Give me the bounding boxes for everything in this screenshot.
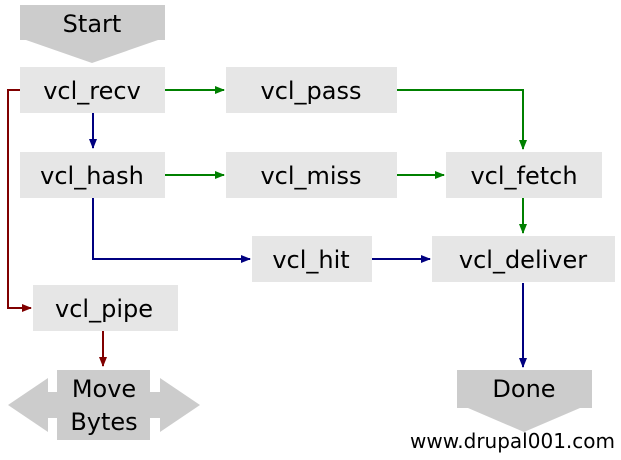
node-start-label: Start <box>63 10 122 38</box>
node-vcl-miss-label: vcl_miss <box>260 162 361 190</box>
edge-hash-hit <box>92 198 251 263</box>
node-done: Done <box>457 370 592 432</box>
node-vcl-deliver: vcl_deliver <box>432 236 615 282</box>
watermark-text: www.drupal001.com <box>410 429 615 453</box>
node-vcl-fetch: vcl_fetch <box>446 152 602 198</box>
edge-recv-pipe <box>7 89 32 312</box>
node-vcl-hash-label: vcl_hash <box>40 162 144 190</box>
node-move-bytes-label-line1: Move <box>72 375 136 403</box>
node-vcl-pipe-label: vcl_pipe <box>55 295 153 323</box>
node-vcl-deliver-label: vcl_deliver <box>459 246 587 274</box>
node-move-bytes-label-line2: Bytes <box>70 408 137 436</box>
node-start: Start <box>20 5 165 63</box>
node-vcl-fetch-label: vcl_fetch <box>470 162 577 190</box>
node-vcl-miss: vcl_miss <box>226 152 397 198</box>
node-move-bytes: Move Bytes <box>8 370 200 440</box>
edges <box>7 86 527 368</box>
node-vcl-hit: vcl_hit <box>252 236 372 282</box>
node-done-label: Done <box>492 375 555 403</box>
node-vcl-recv-label: vcl_recv <box>43 77 141 105</box>
node-vcl-hash: vcl_hash <box>20 152 165 198</box>
node-vcl-hit-label: vcl_hit <box>272 246 349 274</box>
node-vcl-pass-label: vcl_pass <box>260 77 361 105</box>
node-vcl-pipe: vcl_pipe <box>33 285 178 331</box>
node-vcl-pass: vcl_pass <box>226 67 397 113</box>
edge-pass-fetch <box>397 89 527 150</box>
node-vcl-recv: vcl_recv <box>20 67 165 113</box>
move-bytes-arrow-shape <box>8 370 200 440</box>
